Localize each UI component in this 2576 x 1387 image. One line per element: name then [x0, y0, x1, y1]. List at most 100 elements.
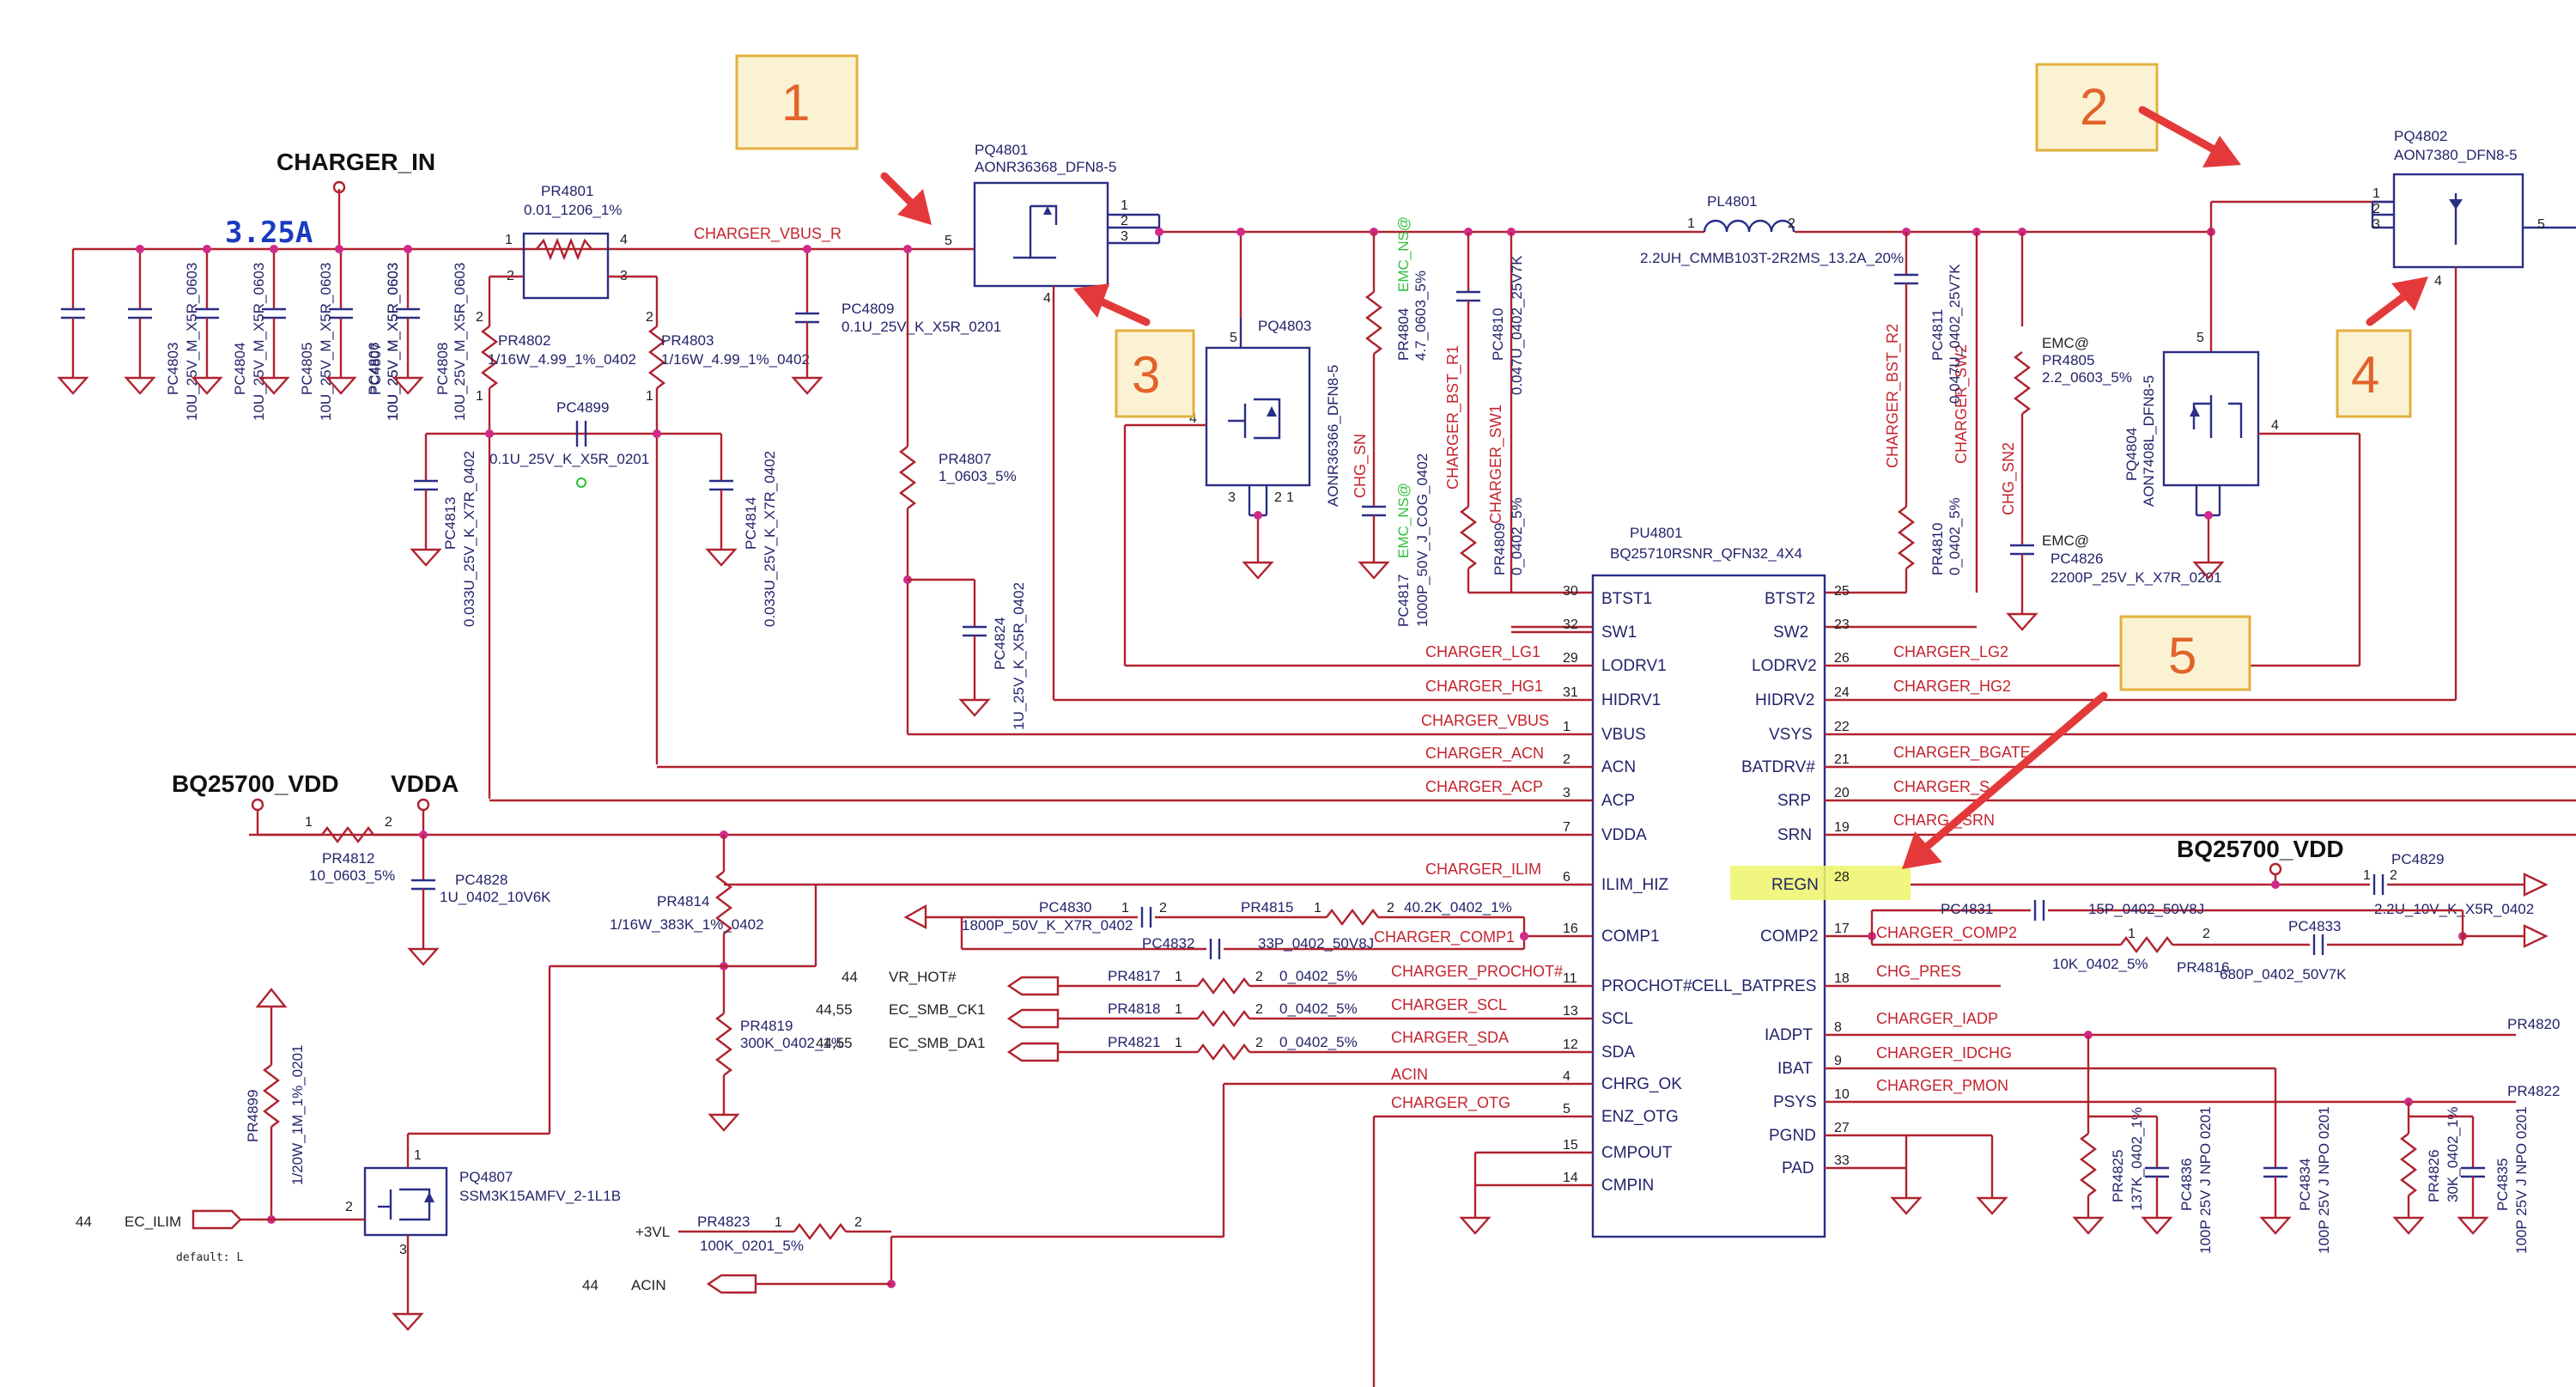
- svg-text:CHARGER_SCL: CHARGER_SCL: [1391, 996, 1507, 1014]
- svg-text:1: 1: [1687, 216, 1695, 231]
- input-cap-val: 10U_25V_M_X5R_0603: [184, 263, 200, 421]
- pr4822-ref: PR4822: [2507, 1083, 2560, 1099]
- acin-num: 44: [582, 1277, 598, 1293]
- pr4825-ref: PR4825: [2110, 1150, 2126, 1202]
- pr4804-ref: PR4804: [1395, 308, 1412, 361]
- svg-text:2: 2: [1255, 970, 1263, 984]
- pc4814-val: 0.033U_25V_K_X7R_0402: [762, 451, 778, 627]
- pr4803-val: 1/16W_4.99_1%_0402: [661, 351, 810, 368]
- default-note: default: L: [176, 1251, 243, 1264]
- vr-hot-num: 44: [841, 969, 858, 985]
- svg-text:CHARGER_ACN: CHARGER_ACN: [1425, 745, 1544, 763]
- snubber-2: EMC@ PR4805 2.2_0603_5% CHG_SN2 EMC@ PC4…: [2000, 335, 2221, 631]
- pc4833-val: 680P_0402_50V7K: [2220, 966, 2347, 982]
- input-cap-ref: PC4807: [368, 343, 384, 395]
- pc4826-val: 2200P_25V_K_X7R_0201: [2050, 569, 2221, 586]
- ic-grounds: [1372, 1116, 2008, 1387]
- pr4814-ref: PR4814: [657, 893, 709, 909]
- smb-ck-num: 44,55: [816, 1001, 853, 1018]
- svg-text:CELL_BATPRES: CELL_BATPRES: [1692, 977, 1816, 995]
- right-net-labels: CHARGER_LG2 CHARGER_HG2 CHARGER_BGATE CH…: [1876, 643, 2031, 1095]
- pc4813-ref: PC4813: [442, 497, 459, 550]
- pr4807-val: 1_0603_5%: [939, 468, 1017, 484]
- svg-text:4: 4: [2434, 274, 2442, 289]
- svg-text:1: 1: [1121, 198, 1128, 213]
- svg-text:7: 7: [1563, 820, 1571, 835]
- svg-text:3: 3: [399, 1243, 407, 1257]
- pr4803-ref: PR4803: [661, 332, 714, 349]
- svg-text:22: 22: [1834, 720, 1850, 734]
- bootstrap-2: PC4811 0.047U_0402_25V7K CHARGER_BST_R2 …: [1825, 264, 1977, 629]
- badge-2: [2035, 63, 2159, 152]
- svg-text:3: 3: [1228, 490, 1236, 505]
- svg-text:2: 2: [1121, 214, 1128, 228]
- emc-ns-1: EMC_NS@: [1395, 216, 1412, 292]
- pc4834-val: 100P 25V J NPO 0201: [2316, 1106, 2332, 1254]
- svg-text:2: 2: [345, 1200, 353, 1214]
- pr4802-pr4803: 21 PR4802 1/16W_4.99_1%_0402 21 PR4803 1…: [476, 310, 810, 799]
- input-rail: CHARGER_IN 3.25A CHARGER_VBUS_R: [73, 149, 975, 251]
- pr4817-val: 0_0402_5%: [1279, 968, 1358, 984]
- svg-text:3: 3: [1563, 786, 1571, 800]
- emc-a: EMC@: [2042, 335, 2089, 351]
- net-bst-r1: CHARGER_BST_R1: [1444, 345, 1462, 490]
- svg-text:29: 29: [1563, 651, 1578, 666]
- pc4829-ref: PC4829: [2391, 851, 2444, 867]
- badge-3-label: 3: [1132, 346, 1160, 404]
- svg-text:28: 28: [1834, 870, 1850, 885]
- pq4807-val: SSM3K15AMFV_2-1L1B: [459, 1188, 621, 1204]
- pc4811-val: 0.047U_0402_25V7K: [1947, 264, 1963, 404]
- svg-text:2: 2: [1387, 901, 1394, 916]
- svg-text:CHARGER_PROCHOT#: CHARGER_PROCHOT#: [1391, 963, 1563, 981]
- svg-text:ENZ_OTG: ENZ_OTG: [1601, 1108, 1679, 1126]
- svg-text:10: 10: [1834, 1087, 1850, 1102]
- pc4830-ref: PC4830: [1039, 899, 1091, 916]
- pr4823-val: 100K_0201_5%: [700, 1238, 804, 1254]
- svg-text:1: 1: [646, 389, 653, 404]
- svg-text:19: 19: [1834, 820, 1850, 835]
- pc4817-ref: PC4817: [1395, 575, 1412, 627]
- input-cap-val: 10U_25V_M_X5R_0603: [452, 263, 468, 421]
- svg-text:1: 1: [476, 389, 483, 404]
- svg-text:4: 4: [620, 233, 628, 247]
- pc4828-val: 1U_0402_10V6K: [440, 889, 551, 905]
- svg-text:CHARGER_HG1: CHARGER_HG1: [1425, 678, 1543, 696]
- svg-text:CHARGER_PMON: CHARGER_PMON: [1876, 1077, 2008, 1095]
- svg-text:CHARGER_IADP: CHARGER_IADP: [1876, 1010, 1998, 1028]
- pc4810-ref: PC4810: [1490, 308, 1506, 361]
- svg-text:1: 1: [1563, 720, 1571, 734]
- pc4809-ref: PC4809: [841, 301, 894, 317]
- sw2-rail: CHARGER_SW2: [1795, 202, 2215, 593]
- bq-vdd-left-label: BQ25700_VDD: [172, 770, 339, 797]
- snubber-1: PR4804 4.7_0603_5% EMC_NS@ CHG_SN PC4817…: [1352, 216, 1431, 627]
- pr4818-val: 0_0402_5%: [1279, 1001, 1358, 1017]
- svg-text:24: 24: [1834, 685, 1850, 700]
- svg-text:31: 31: [1563, 685, 1578, 700]
- pc4824-val: 1U_25V_K_X5R_0402: [1011, 582, 1027, 730]
- pr4821-val: 0_0402_5%: [1279, 1034, 1358, 1050]
- svg-text:SDA: SDA: [1601, 1043, 1635, 1062]
- input-cap-val: 10U_25V_M_X5R_0603: [251, 263, 267, 421]
- badge-1: [735, 54, 859, 150]
- svg-text:5: 5: [2196, 331, 2204, 345]
- ic-part: BQ25710RSNR_QFN32_4X4: [1610, 545, 1802, 562]
- svg-text:1: 1: [305, 815, 313, 830]
- svg-text:18: 18: [1834, 971, 1850, 986]
- svg-text:1: 1: [414, 1148, 422, 1163]
- svg-text:12: 12: [1563, 1037, 1578, 1052]
- svg-text:CHARGER_S: CHARGER_S: [1893, 778, 1990, 796]
- pc4830-val: 1800P_50V_K_X7R_0402: [962, 917, 1133, 934]
- svg-text:1: 1: [1286, 490, 1294, 505]
- svg-text:14: 14: [1563, 1171, 1578, 1185]
- svg-text:1: 1: [1175, 970, 1182, 984]
- emc-ns-2: EMC_NS@: [1395, 483, 1412, 558]
- pr4809-val: 0_0402_5%: [1509, 497, 1525, 575]
- sense-filter-caps: PC4899 0.1U_25V_K_X5R_0201 PC4813 0.033U…: [410, 399, 778, 627]
- svg-text:3: 3: [2372, 217, 2380, 232]
- svg-text:VDDA: VDDA: [1601, 826, 1647, 844]
- pc4834-ref: PC4834: [2297, 1159, 2313, 1211]
- pc4833-ref: PC4833: [2288, 918, 2341, 934]
